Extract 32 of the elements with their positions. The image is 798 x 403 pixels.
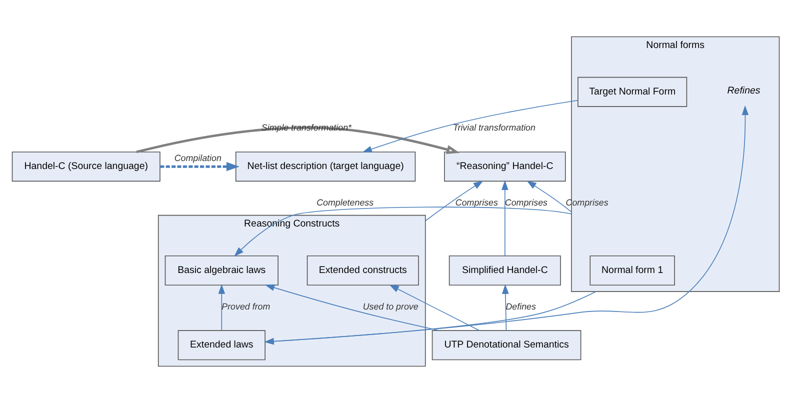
node-box: Extended laws <box>178 330 266 360</box>
edge-label: Comprises <box>455 197 498 208</box>
node-box: UTP Denotational Semantics <box>432 330 582 360</box>
node-box: Net-list description (target language) <box>235 152 416 182</box>
arrow <box>424 180 484 222</box>
arrow <box>218 284 226 331</box>
node-box: Extended constructs <box>306 255 419 286</box>
arrow <box>362 100 578 152</box>
arrow <box>526 180 572 212</box>
arrow <box>234 206 572 257</box>
node-box: Handel-C (Source language) <box>12 152 160 182</box>
arrow <box>502 284 509 331</box>
arrow <box>389 284 480 331</box>
node-box: Basic algebraic laws <box>164 255 278 286</box>
edge-label: Compilation <box>174 152 222 163</box>
edge-label: Completeness <box>316 197 374 208</box>
edge-label: Used to prove <box>362 301 418 312</box>
edge-label: Proved from <box>222 301 270 312</box>
edge-label: Simple transformation* <box>261 122 352 133</box>
arrow <box>264 105 749 342</box>
node-box: Simplified Handel-C <box>448 255 561 286</box>
node-text: Refines <box>727 86 760 97</box>
arrow <box>264 284 440 331</box>
arrow <box>502 180 508 256</box>
node-box: Normal form 1 <box>590 255 675 286</box>
arrow <box>160 162 240 172</box>
arrow <box>264 291 596 345</box>
arrow <box>136 126 460 154</box>
node-box: Target Normal Form <box>578 76 688 107</box>
edge-label: Trivial transformation <box>452 122 536 133</box>
node-box: “Reasoning” Handel-C <box>444 152 566 182</box>
edge-label: Defines <box>506 301 536 312</box>
